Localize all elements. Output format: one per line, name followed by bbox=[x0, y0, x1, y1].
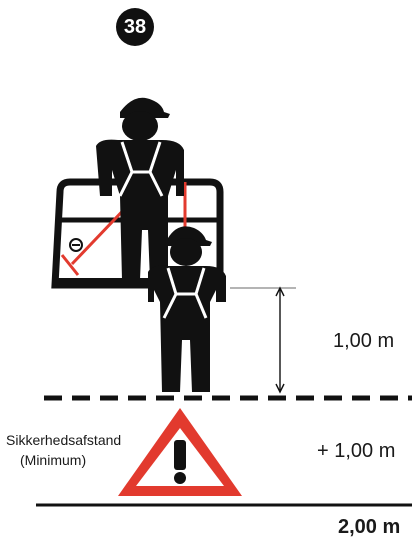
warning-triangle-icon bbox=[118, 408, 242, 496]
step-number-badge: 38 bbox=[116, 8, 154, 46]
gate-latch bbox=[62, 255, 78, 275]
safety-distance-subtitle: (Minimum) bbox=[20, 452, 86, 468]
platform-height-label: 1,00 m bbox=[333, 330, 394, 353]
safety-distance-title: Sikkerhedsafstand bbox=[6, 432, 121, 448]
total-height-label: 2,00 m bbox=[338, 516, 400, 539]
height-bracket bbox=[230, 288, 296, 392]
safety-distance-value: + 1,00 m bbox=[317, 440, 395, 463]
